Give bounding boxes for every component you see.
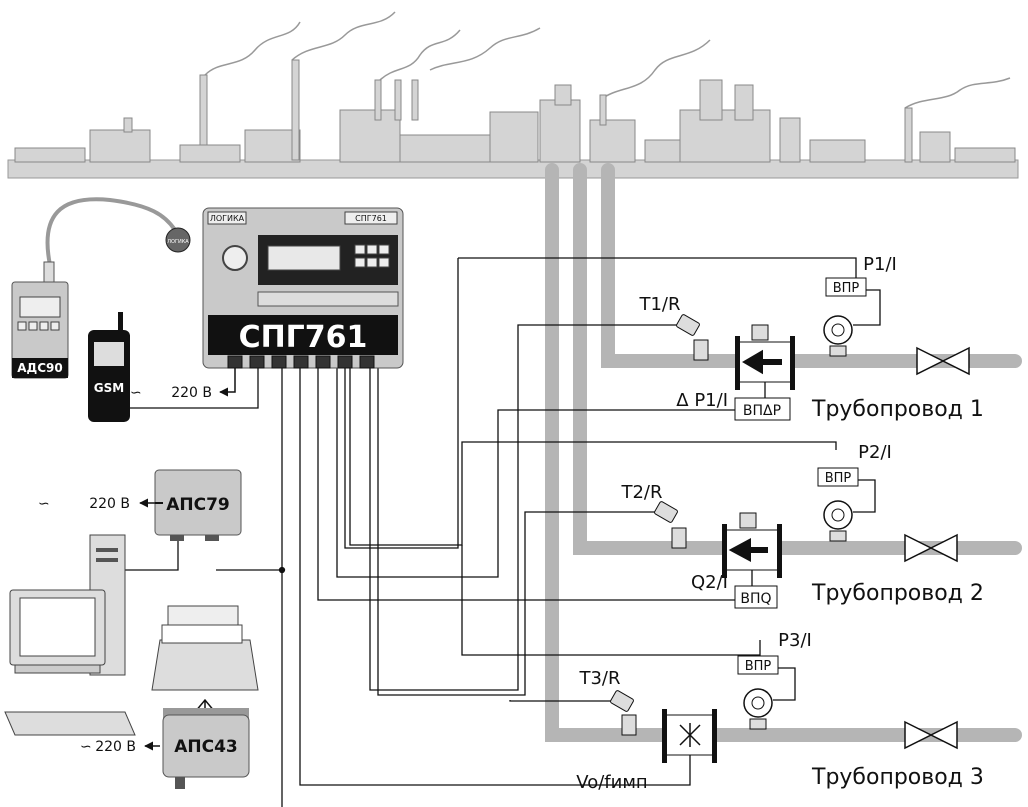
pipeline-2-instruments: T2/R ВПQ Q2/I ВПР P2/I Трубопровод 2 [620,442,984,609]
ac-symbol-icon: ∽ [130,385,142,401]
pipeline-2-pressure: P2/I [858,442,892,463]
gsm-label: GSM [94,381,124,395]
pipeline-3-name: Трубопровод 3 [811,765,984,790]
printer [151,605,259,691]
keypad [354,244,390,268]
lcd-display [267,245,341,271]
pipeline-2-flow-box: ВПQ [740,591,771,607]
pipeline-1-instruments: T1/R ВПΔР Δ P1/I ВПР P1/I Трубопровод 1 [638,254,983,422]
pipeline-2-flow: Q2/I [691,572,728,593]
aps79-label: АПС79 [166,495,230,515]
probe-badge: ЛОГИКА [167,239,189,245]
aps43-label: АПС43 [174,737,238,757]
pipeline-2-name: Трубопровод 2 [811,581,984,606]
pipeline-1-name: Трубопровод 1 [811,397,984,422]
power-label-aps43: 220 В [95,739,136,755]
pipeline-3-temp: T3/R [578,668,620,689]
signal-wires [90,257,857,807]
factory-skyline-illustration [7,11,1019,179]
turbine-icon [679,723,701,747]
pipeline-1-pressure-box: ВПР [833,281,860,296]
pipeline-1-flow: Δ P1/I [676,390,728,411]
pipeline-1-temp: T1/R [638,294,680,315]
aps43-adapter: АПС43 220 В ∽ [80,708,250,789]
pipeline-3-instruments: T3/R Vo/fимп ВПР P3/I Трубопровод 3 [576,630,984,793]
valve-icon [904,534,958,562]
ads90-handheld: ЛОГИКА АДС90 [11,197,191,379]
round-connector-icon [222,245,248,271]
valve-icon [916,347,970,375]
power-label-unit: 220 В [171,385,212,401]
pipeline-3-pressure: P3/I [778,630,812,651]
pipeline-3-pressure-box: ВПР [745,659,772,674]
valve-icon [904,721,958,749]
handheld-label: АДС90 [17,361,62,375]
power-label-aps79: 220 В [89,496,130,512]
aps79-adapter: АПС79 220 В ∽ [38,469,242,541]
spg761-controller: ЛОГИКА СПГ761 СПГ761 220 В ∽ [130,207,404,401]
brand-label: ЛОГИКА [210,214,245,223]
ac-symbol-icon: ∽ [38,496,50,512]
pipeline-1-pressure: P1/I [863,254,897,275]
model-small-label: СПГ761 [355,214,387,223]
personal-computer [4,534,136,736]
pipeline-3-flow: Vo/fимп [576,772,647,793]
cable-glands [227,355,375,369]
pipeline-network [545,163,1022,742]
ac-symbol-icon: ∽ [80,739,92,755]
pipeline-2-temp: T2/R [620,482,662,503]
pipeline-1-flow-box: ВПΔР [743,403,781,419]
pipeline-2-pressure-box: ВПР [825,471,852,486]
gsm-phone: GSM [88,312,130,422]
model-large-label: СПГ761 [239,320,368,355]
